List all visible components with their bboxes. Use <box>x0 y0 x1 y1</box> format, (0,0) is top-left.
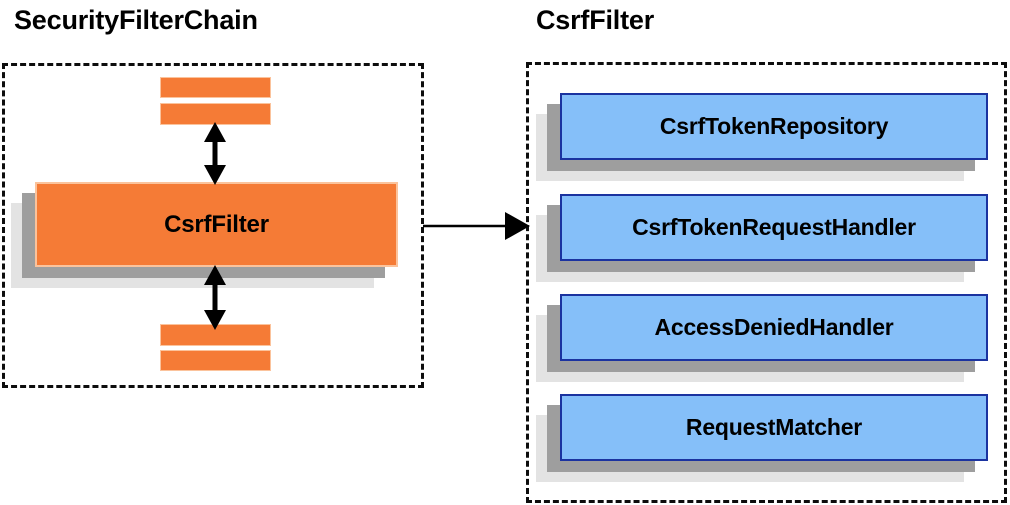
expand-right-arrow-icon <box>423 212 530 240</box>
component-label: CsrfTokenRequestHandler <box>560 194 988 261</box>
filter-bar-above-2 <box>160 103 271 125</box>
csrf-filter-group-box <box>526 62 1007 503</box>
filter-bar-above-1 <box>160 77 271 98</box>
component-label: CsrfTokenRepository <box>560 93 988 160</box>
filter-bar-below-2 <box>160 350 271 371</box>
component-label: AccessDeniedHandler <box>560 294 988 361</box>
component-label-csrf-filter: CsrfFilter <box>35 182 398 267</box>
component-access-denied-handler[interactable]: AccessDeniedHandler <box>536 294 988 382</box>
security-filter-chain-group-box <box>2 63 424 388</box>
page-title-csrf-filter: CsrfFilter <box>536 5 655 35</box>
filter-bar-below-1 <box>160 324 271 346</box>
component-request-matcher[interactable]: RequestMatcher <box>536 394 988 482</box>
page-title-security-filter-chain: SecurityFilterChain <box>14 5 258 35</box>
component-csrf-token-repository[interactable]: CsrfTokenRepository <box>536 93 988 181</box>
component-csrf-filter[interactable]: CsrfFilter <box>11 182 398 288</box>
component-label: RequestMatcher <box>560 394 988 461</box>
component-csrf-token-request-handler[interactable]: CsrfTokenRequestHandler <box>536 194 988 282</box>
